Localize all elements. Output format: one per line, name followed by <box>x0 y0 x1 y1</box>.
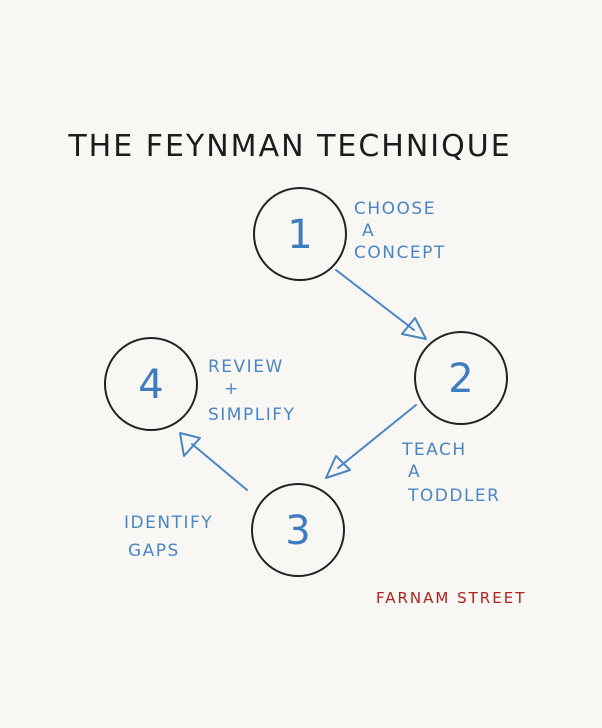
step-2-circle <box>414 331 508 425</box>
step-3-label-line-2: GAPS <box>128 541 180 561</box>
step-2-number: 2 <box>448 356 473 402</box>
step-4-number: 4 <box>138 362 163 408</box>
arrow-2-to-3 <box>325 404 417 479</box>
arrow-3-to-4-shaft <box>191 443 248 491</box>
arrow-2-to-3-head <box>325 455 351 479</box>
arrow-1-to-2-head <box>401 317 427 340</box>
credit-farnam-street: FARNAM STREET <box>376 589 526 607</box>
step-3-number: 3 <box>285 508 310 554</box>
step-1-circle <box>253 187 347 281</box>
arrow-1-to-2-shaft <box>335 269 415 331</box>
step-4-label-line-1: REVIEW <box>208 357 284 377</box>
arrow-3-to-4 <box>179 432 248 491</box>
step-2-label-line-1: TEACH <box>401 440 467 460</box>
step-4-label-line-3: SIMPLIFY <box>208 405 295 425</box>
step-2: 2 TEACH A TODDLER <box>401 331 508 506</box>
step-1-number: 1 <box>287 212 312 258</box>
step-1-label-line-3: CONCEPT <box>354 243 446 263</box>
arrow-2-to-3-shaft <box>337 404 417 469</box>
step-3-circle <box>251 483 345 577</box>
step-4-circle <box>104 337 198 431</box>
step-1-label-line-1: CHOOSE <box>354 199 436 219</box>
arrow-1-to-2 <box>335 269 427 340</box>
step-3-label-line-1: IDENTIFY <box>124 513 213 533</box>
step-3: 3 IDENTIFY GAPS <box>124 483 345 577</box>
step-4: 4 REVIEW + SIMPLIFY <box>104 337 295 431</box>
step-2-label-line-3: TODDLER <box>407 486 500 506</box>
step-2-label-line-2: A <box>408 462 421 482</box>
step-1: 1 CHOOSE A CONCEPT <box>253 187 446 281</box>
step-1-label-line-2: A <box>362 221 375 241</box>
step-4-label-line-2: + <box>224 379 240 399</box>
diagram-title: THE FEYNMAN TECHNIQUE <box>67 129 511 164</box>
arrow-3-to-4-head <box>179 432 201 457</box>
